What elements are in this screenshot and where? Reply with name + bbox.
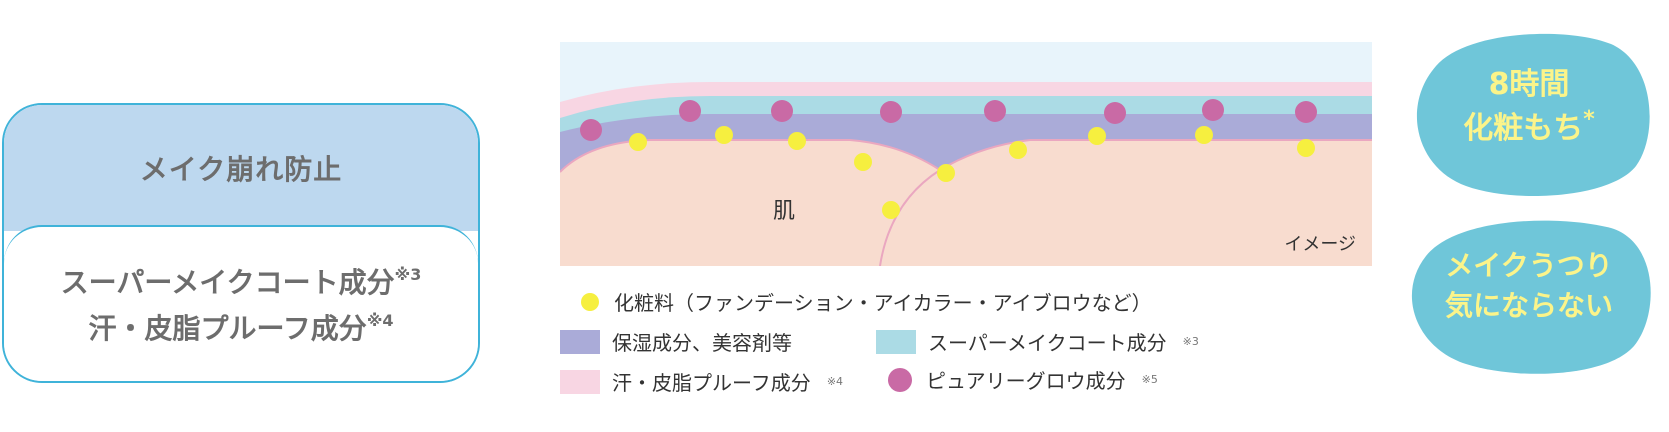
long-lasting-blob: 8時間 化粧もち* <box>1396 26 1662 202</box>
blob-top-line2-wrap: 化粧もち* <box>1396 106 1662 148</box>
info-box: メイク崩れ防止 スーパーメイクコート成分※3 汗・皮脂プルーフ成分※4 <box>2 103 480 383</box>
legend-makeup-coat-note: ※3 <box>1183 335 1199 348</box>
legend-moisturizer-label: 保湿成分、美容剤等 <box>612 327 792 356</box>
cosmetic-particle <box>788 132 806 150</box>
cosmetic-particle <box>715 126 733 144</box>
cosmetic-particle <box>937 164 955 182</box>
sweat-proof-swatch <box>560 370 600 394</box>
skin-layer <box>560 140 1372 266</box>
info-box-body: スーパーメイクコート成分※3 汗・皮脂プルーフ成分※4 <box>4 225 478 381</box>
moisturizer-swatch <box>560 330 600 354</box>
legend-sweat-proof-note: ※4 <box>827 375 843 388</box>
info-line-makeup-coat: スーパーメイクコート成分※3 <box>61 261 422 301</box>
glow-particle <box>1104 102 1126 124</box>
glow-particle <box>771 100 793 122</box>
blob-bottom-line2: 気にならない <box>1396 288 1662 323</box>
legend-cosmetic-label: 化粧料（ファンデーション・アイカラー・アイブロウなど） <box>614 287 1152 316</box>
info-box-header: メイク崩れ防止 <box>4 105 478 231</box>
glow-particle <box>1295 101 1317 123</box>
cosmetic-particle <box>882 201 900 219</box>
legend-makeup-coat-label: スーパーメイクコート成分 <box>928 327 1167 356</box>
legend-glow-note: ※5 <box>1142 373 1158 386</box>
legend-makeup-coat: スーパーメイクコート成分 ※3 <box>876 327 1199 356</box>
info-line1-note: ※3 <box>395 265 422 284</box>
cosmetic-particle <box>1195 126 1213 144</box>
glow-particle <box>679 100 701 122</box>
legend-moisturizer: 保湿成分、美容剤等 <box>560 327 792 356</box>
no-transfer-blob: メイクうつり 気にならない <box>1396 206 1662 382</box>
info-box-title: メイク崩れ防止 <box>140 148 342 188</box>
glow-particle <box>580 119 602 141</box>
cosmetic-particle <box>854 153 872 171</box>
legend-cosmetic: 化粧料（ファンデーション・アイカラー・アイブロウなど） <box>578 287 1152 316</box>
skin-layer-diagram: 肌 イメージ <box>560 42 1372 266</box>
legend-sweat-proof: 汗・皮脂プルーフ成分 ※4 <box>560 367 843 396</box>
cosmetic-swatch <box>578 290 602 314</box>
legend-sweat-proof-label: 汗・皮脂プルーフ成分 <box>612 367 811 396</box>
cosmetic-particle <box>1009 141 1027 159</box>
glow-particle <box>1202 99 1224 121</box>
diagram-legend: 化粧料（ファンデーション・アイカラー・アイブロウなど） 保湿成分、美容剤等 スー… <box>560 280 1280 410</box>
blob-top-line2: 化粧もち <box>1463 111 1583 146</box>
legend-glow: ピュアリーグロウ成分 ※5 <box>886 365 1158 394</box>
info-line1-text: スーパーメイクコート成分 <box>61 266 395 299</box>
legend-glow-label: ピュアリーグロウ成分 <box>926 365 1126 394</box>
info-line-sweat-proof: 汗・皮脂プルーフ成分※4 <box>88 307 393 347</box>
glow-swatch <box>886 366 914 394</box>
makeup-coat-swatch <box>876 330 916 354</box>
cosmetic-particle <box>629 133 647 151</box>
skin-layer-svg: 肌 イメージ <box>560 42 1372 266</box>
blob-top-line1: 8時間 <box>1396 66 1662 104</box>
glow-particle <box>880 101 902 123</box>
glow-particle <box>984 100 1006 122</box>
cosmetic-particle <box>1088 127 1106 145</box>
info-line2-note: ※4 <box>367 311 394 330</box>
blob-bottom-line1: メイクうつり <box>1396 248 1662 283</box>
info-line2-text: 汗・皮脂プルーフ成分 <box>88 312 366 345</box>
cosmetic-particle <box>1297 139 1315 157</box>
image-label: イメージ <box>1284 234 1356 255</box>
skin-label: 肌 <box>773 199 795 224</box>
blob-top-mark: * <box>1583 107 1595 132</box>
